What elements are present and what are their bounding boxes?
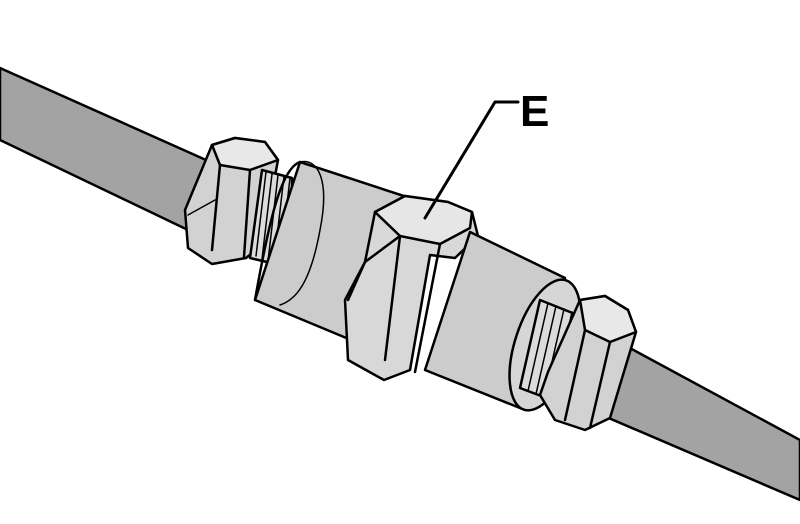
callout-leader-e [423,100,520,220]
union-body-hex-nut [343,194,480,382]
callout-label-e: E [520,87,549,136]
right-compression-nut [538,294,638,432]
union-fitting-illustration [0,66,800,502]
left-pipe [0,66,208,232]
